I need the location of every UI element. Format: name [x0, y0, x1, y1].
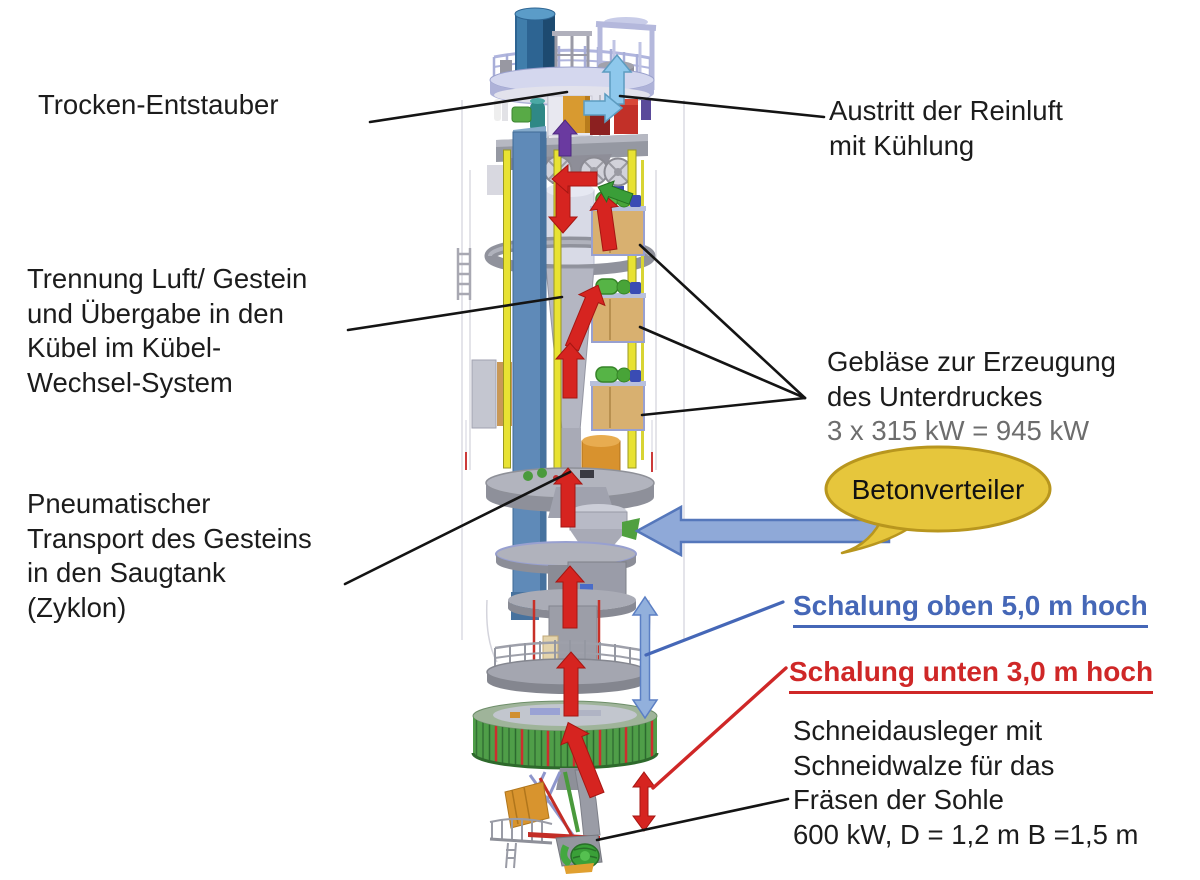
label-geblaese: Gebläse zur Erzeugung des Unterdruckes 3…: [827, 345, 1116, 449]
geblaese-power-rating: 3 x 315 kW = 945 kW: [827, 415, 1090, 446]
leader-schalung-oben: [644, 600, 785, 657]
material-flow-arrows: [547, 163, 620, 799]
blower-units: [589, 191, 647, 431]
label-pneumatischer-transport: Pneumatischer Transport des Gesteins in …: [27, 488, 312, 623]
label-schneidausleger: Schneidausleger mit Schneidwalze für das…: [793, 715, 1139, 850]
shaft-walls: [461, 100, 685, 640]
label-austritt-reinluft: Austritt der Reinluft mit Kühlung: [829, 95, 1063, 161]
clean-air-arrows: [583, 53, 633, 124]
blower-unit-3: [589, 366, 647, 431]
formwork-measure-arrow-red: [632, 771, 656, 832]
formwork-measure-arrow-blue: [631, 595, 659, 720]
label-schalung-oben: Schalung oben 5,0 m hoch: [793, 589, 1148, 628]
leader-schalung-unten: [651, 666, 788, 790]
speech-bubble: [824, 445, 1052, 555]
label-schalung-unten: Schalung unten 3,0 m hoch: [789, 655, 1154, 694]
cutting-drum: [560, 843, 600, 874]
top-platform: [489, 7, 657, 106]
leader-lines: [343, 90, 826, 842]
label-trocken-entstauber: Trocken-Entstauber: [38, 89, 279, 120]
purple-flow-arrow: [551, 119, 579, 157]
green-flow-arrow: [597, 180, 634, 205]
betonverteiler-label: Betonverteiler: [851, 474, 1025, 505]
label-trennung-luft-gestein: Trennung Luft/ Gestein und Übergabe in d…: [27, 263, 308, 398]
